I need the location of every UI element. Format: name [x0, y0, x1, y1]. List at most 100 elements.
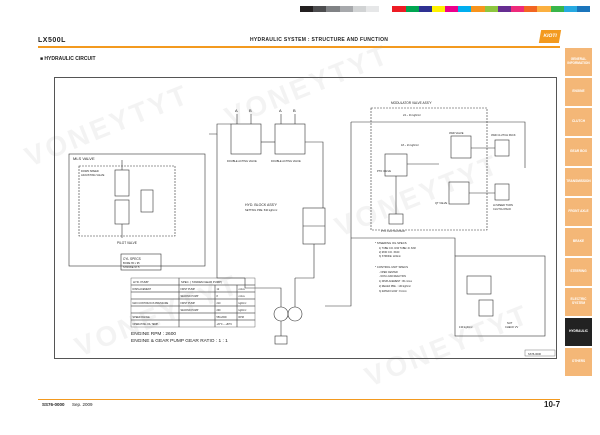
- chapter-tab[interactable]: TRANSMISSION: [565, 168, 592, 196]
- chapter-tab[interactable]: ELECTRIC SYSTEM: [565, 288, 592, 316]
- table-cell-text: 550-2600: [217, 316, 228, 319]
- port-a1: A: [235, 108, 238, 113]
- cyl-spec-1: BORE 65 x 95: [123, 261, 140, 265]
- table-cell-text: SECOND PUMP: [181, 295, 199, 298]
- control-spec-4: 2) RELIEF PRE. : 130 kgf/cm²: [379, 285, 411, 288]
- table-cell-text: FIRST PUMP: [181, 302, 196, 305]
- hyd-block-setting: SETTING PRE. 540 kgf/cm²: [245, 208, 277, 212]
- control-unit: [478, 299, 494, 317]
- chapter-tab[interactable]: GEAR BOX: [565, 138, 592, 166]
- color-swatch: [365, 6, 380, 12]
- color-swatch: [300, 6, 314, 12]
- table-cell: [178, 319, 216, 328]
- table-cell-text: SECOND PUMP: [181, 309, 199, 312]
- steering-unit-box: [454, 255, 546, 337]
- steering-spec-1: 1) TUBE O.D. 8/40 TUBE I.D. 6/38: [379, 247, 416, 250]
- chapter-tab[interactable]: OTHERS: [565, 348, 592, 376]
- footer-divider: [38, 399, 560, 400]
- control-spec-3: 1) DISPLACEMENT : 80 cc/rev: [379, 280, 413, 283]
- color-swatch: [445, 6, 459, 12]
- 4wd-valve: [450, 135, 472, 159]
- down-speed-label-2: ADJUSTING VALVE: [81, 173, 105, 177]
- chapter-tab[interactable]: CLUTCH: [565, 108, 592, 136]
- hyd-block-label: HYD. BLOCK ASS'Y: [245, 203, 278, 207]
- color-swatch: [326, 6, 340, 12]
- mls-valve-box: [68, 153, 206, 267]
- color-swatch: [313, 6, 327, 12]
- cyl-spec-2: STROKE 97.5: [123, 265, 140, 269]
- chapter-tab[interactable]: ENGINE: [565, 78, 592, 106]
- pto-clutch-label: PTO CLUTCH PACK: [381, 229, 405, 233]
- port-b1: B: [249, 108, 252, 113]
- table-cell-text: 200: [217, 309, 222, 312]
- 4wd-clutch-label: 4WD CLUTCH PACK: [491, 133, 516, 137]
- color-swatch: [576, 6, 591, 12]
- color-swatch: [537, 6, 551, 12]
- mod-pressure-1: 24 ~ 31 kgf/cm²: [403, 113, 421, 117]
- double-valve-1-label: DOUBLE ACTING VALVE: [227, 159, 257, 163]
- double-valve-2-label: DOUBLE ACTING VALVE: [271, 159, 301, 163]
- stamp-code: SS76-0000: [528, 352, 542, 356]
- section-title: ■ HYDRAULIC CIRCUIT: [40, 56, 96, 62]
- double-acting-valve-1: [230, 123, 262, 155]
- table-cell: [130, 291, 180, 300]
- cyl-specs-box: [120, 253, 162, 271]
- mod-pressure-2: 18 ~ 21 kgf/cm²: [401, 143, 419, 147]
- header-divider: [38, 46, 560, 48]
- chapter-tab[interactable]: BRAKE: [565, 228, 592, 256]
- table-cell-text: kgf/cm²: [239, 309, 247, 312]
- printer-color-bar: [300, 6, 591, 12]
- nut-check-label-2: CHECK VV: [505, 325, 519, 329]
- color-swatch: [484, 6, 498, 12]
- table-cell-text: 210: [217, 302, 222, 305]
- steering-cylinder: [466, 275, 492, 295]
- footer-date: Sep. 2009: [72, 402, 93, 407]
- table-cell-text: FIRST PUMP: [181, 288, 196, 291]
- color-swatch: [418, 6, 432, 12]
- mls-valve-label: MLS VALVE: [73, 156, 95, 161]
- table-cell-text: cc/rev: [239, 295, 246, 298]
- pilot-valve-label: PILOT VALVE: [117, 241, 137, 245]
- color-swatch: [524, 6, 538, 12]
- pilot-spool: [140, 189, 154, 213]
- table-cell-text: 8: [217, 295, 219, 298]
- footer-code: SS76-0000: [42, 402, 65, 407]
- color-swatch: [352, 6, 366, 12]
- table-cell-text: HYD. PUMP: [133, 280, 149, 284]
- color-swatch: [339, 6, 353, 12]
- control-specs-title: * CONTROL UNIT SPECS: [375, 265, 408, 269]
- chapter-tab[interactable]: GENERAL INFORMATION: [565, 48, 592, 76]
- table-cell-text: -20°C ~ +80°C: [217, 323, 233, 326]
- table-cell-text: RPM: [239, 316, 244, 319]
- hi-speed-clutch-label-2: CLUTCH PACK: [493, 207, 511, 211]
- qt-valve: [448, 181, 470, 205]
- engine-rpm: ENGINE RPM : 2600: [131, 331, 176, 337]
- table-cell: [236, 319, 256, 328]
- color-swatch: [550, 6, 564, 12]
- hi-speed-clutch-label: Hi SPEED TURN: [493, 203, 513, 207]
- steering-spec-2: 2) ROD O.D. 15/40: [379, 251, 400, 254]
- table-cell: [130, 305, 180, 314]
- chapter-tab[interactable]: STEERING: [565, 258, 592, 286]
- hi-speed-clutch-pack: [494, 183, 510, 201]
- chapter-tab[interactable]: HYDRAULIC: [565, 318, 592, 346]
- color-swatch: [471, 6, 485, 12]
- relief-130-label: 130 kgf/cm²: [459, 325, 473, 329]
- control-spec-5: 3) RATED FLOW : 8 ℓ/min: [379, 290, 407, 293]
- 4wd-clutch-pack: [494, 139, 510, 157]
- modulator-valve-box: [370, 107, 488, 231]
- table-cell-text: SPEC. ( TANDEM GEAR PUMP): [181, 280, 222, 284]
- qt-valve-label: QT VALVE: [435, 201, 448, 205]
- port-b2: B: [293, 108, 296, 113]
- color-swatch: [405, 6, 419, 12]
- control-spec-2: - NON LOAD REACTION: [379, 275, 406, 278]
- 4wd-valve-label: 4WD VALVE: [449, 131, 464, 135]
- color-swatch: [392, 6, 406, 12]
- chapter-tab[interactable]: FRONT AXLE: [565, 198, 592, 226]
- mls-spool-2: [114, 199, 130, 225]
- pto-valve-label: PTO VALVE: [377, 169, 391, 173]
- stamp-box: [524, 349, 556, 357]
- table-cell-text: kgf/cm²: [239, 302, 247, 305]
